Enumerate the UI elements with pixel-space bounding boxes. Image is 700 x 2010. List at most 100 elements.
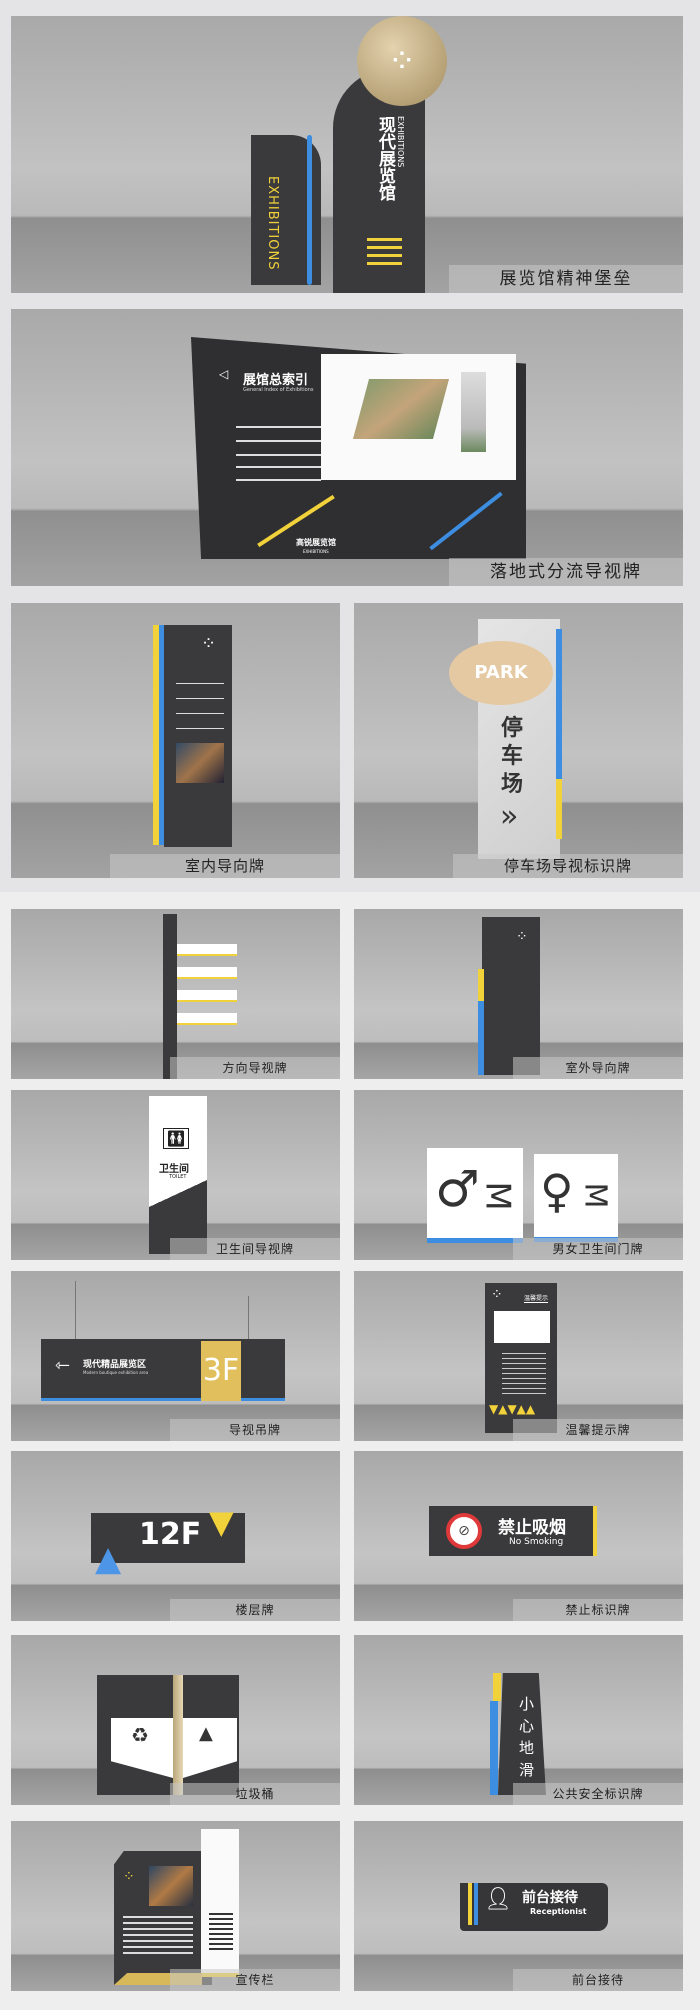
no-smoking-english: No Smoking <box>509 1537 564 1547</box>
blue-edge <box>490 1701 498 1795</box>
list-line <box>236 466 321 468</box>
logo-icon: ⁘ <box>123 1869 135 1885</box>
panel-floor-sign: 12F ▼ ▲ 楼层牌 <box>11 1451 340 1621</box>
yellow-stripe <box>468 1883 472 1925</box>
outdoor-sign <box>482 917 540 1075</box>
female-figure-icon: ♀︎ <box>540 1164 574 1218</box>
notice-title: 温馨提示 <box>524 1295 549 1303</box>
caption: 宣传栏 <box>170 1969 340 1991</box>
blue-edge <box>556 629 562 779</box>
caption: 楼层牌 <box>170 1599 340 1621</box>
caption: 停车场导视标识牌 <box>453 854 683 878</box>
direction-plate <box>177 990 237 1002</box>
logo-icon: ⁘ <box>491 1287 503 1303</box>
logo-icon: ⁘ <box>387 41 417 81</box>
direction-plate <box>177 967 237 979</box>
caption: 垃圾桶 <box>170 1783 340 1805</box>
panel-direction-sign: 方向导视牌 <box>11 909 340 1079</box>
yellow-line <box>367 246 402 249</box>
yellow-triangle: ▼ <box>209 1503 234 1541</box>
column-lines <box>209 1913 233 1953</box>
no-smoking-icon: ⊘ <box>446 1513 482 1549</box>
brand-name: 高锐展览馆 <box>296 538 336 547</box>
person-icon: 👤︎ <box>484 1887 512 1912</box>
floor-block: 3F <box>201 1341 241 1401</box>
caption: 室内导向牌 <box>110 854 340 878</box>
reception-english: Receptionist <box>530 1907 587 1916</box>
panel-safety-sign: 小心地滑 公共安全标识牌 <box>354 1635 683 1805</box>
direction-plate <box>177 944 237 956</box>
recycle-icon: ♻︎ <box>131 1723 149 1747</box>
no-smoking-title: 禁止吸烟 <box>498 1518 566 1538</box>
site-map <box>352 379 450 439</box>
blue-edge <box>159 625 164 845</box>
panel-gender-door-signs: ♂︎ M ♀︎ M 男女卫生间门牌 <box>354 1090 683 1260</box>
caption: 落地式分流导视牌 <box>449 558 683 586</box>
floor-number: 12F <box>139 1517 202 1552</box>
male-figure-icon: ♂︎ <box>435 1160 480 1218</box>
sign-english: EXHIBITIONS <box>396 116 405 168</box>
panel-toilet-guide: 🚻︎ 卫生间 TOILET 卫生间导视牌 <box>11 1090 340 1260</box>
directory-title: 展馆总索引 <box>243 373 309 388</box>
hanging-title: 现代精品展览区 <box>83 1360 147 1370</box>
logo-icon: ⁘ <box>201 633 217 654</box>
triangle-decor: ▼▲▼▲▲ <box>489 1402 536 1416</box>
side-text: EXHIBITIONS <box>265 176 280 271</box>
blue-edge <box>478 1001 484 1075</box>
panel-spirit-fortress: EXHIBITIONS ⁘ 现代展览馆 EXHIBITIONS 展览馆精神堡垒 <box>11 16 683 293</box>
gold-logo-disc: ⁘ <box>357 16 447 106</box>
yellow-edge <box>478 969 484 1001</box>
male-door-sign: ♂︎ M <box>427 1148 523 1243</box>
caption: 卫生间导视牌 <box>170 1238 340 1260</box>
map-legend <box>461 372 486 452</box>
reception-title: 前台接待 <box>522 1890 578 1906</box>
list-line <box>236 479 321 481</box>
bin-divider <box>173 1675 183 1795</box>
caption: 男女卫生间门牌 <box>513 1238 683 1260</box>
non-recyclable-icon: ▲ <box>199 1723 213 1744</box>
list-line <box>236 454 321 456</box>
caption: 温馨提示牌 <box>513 1419 683 1441</box>
panel-parking: PARK 停车场 » 停车场导视标识牌 <box>354 603 683 878</box>
caption: 前台接待 <box>513 1969 683 1991</box>
hanging-wire <box>75 1281 76 1341</box>
yellow-edge <box>493 1673 501 1701</box>
park-badge: PARK <box>449 641 553 705</box>
caption: 展览馆精神堡垒 <box>449 265 683 293</box>
hanging-sign <box>41 1339 285 1401</box>
yellow-edge <box>153 625 161 845</box>
list-line <box>236 440 321 442</box>
list-line <box>176 683 224 684</box>
panel-hanging-sign: 3F ⇽ 现代精品展览区 Modern boutique exhibition … <box>11 1271 340 1441</box>
blue-stripe <box>474 1883 478 1925</box>
caption: 室外导向牌 <box>513 1057 683 1079</box>
yellow-line <box>367 262 402 265</box>
yellow-line <box>367 238 402 241</box>
hanging-wire <box>248 1296 249 1346</box>
hanging-english: Modern boutique exhibition area <box>83 1370 149 1375</box>
caption: 方向导视牌 <box>170 1057 340 1079</box>
wet-floor-title: 小心地滑 <box>519 1695 535 1779</box>
panel-notice-sign: ⁘ 温馨提示 ▼▲▼▲▲ 温馨提示牌 <box>354 1271 683 1441</box>
panel-trash-bin: ♻︎ ▲ 垃圾桶 <box>11 1635 340 1805</box>
panel-bulletin-board: ⁘ 宣传栏 <box>11 1821 340 1991</box>
caption: 禁止标识牌 <box>513 1599 683 1621</box>
list-line <box>176 728 224 729</box>
indoor-sign <box>164 625 232 847</box>
bulletin-white-column <box>201 1829 239 1977</box>
caption: 公共安全标识牌 <box>513 1783 683 1805</box>
photo <box>176 743 224 783</box>
list-line <box>236 426 321 428</box>
male-letter: M <box>477 1181 518 1211</box>
female-letter: M <box>577 1182 613 1209</box>
chevron-right-icon: » <box>500 799 519 834</box>
toilet-people-icon: 🚻︎ <box>163 1128 190 1149</box>
panel-reception: 👤︎ 前台接待 Receptionist 前台接待 <box>354 1821 683 1991</box>
directory-subtitle: General Index of Exhibitions <box>243 387 314 393</box>
panel-outdoor-guide: ⁘ 室外导向牌 <box>354 909 683 1079</box>
toilet-title: 卫生间 <box>159 1164 189 1175</box>
panel-floor-directory: 展馆总索引 General Index of Exhibitions ◁ 高锐展… <box>11 309 683 586</box>
pole <box>163 914 177 1079</box>
blue-wave-stripe <box>307 135 312 285</box>
female-door-sign: ♀︎ M <box>534 1154 618 1242</box>
